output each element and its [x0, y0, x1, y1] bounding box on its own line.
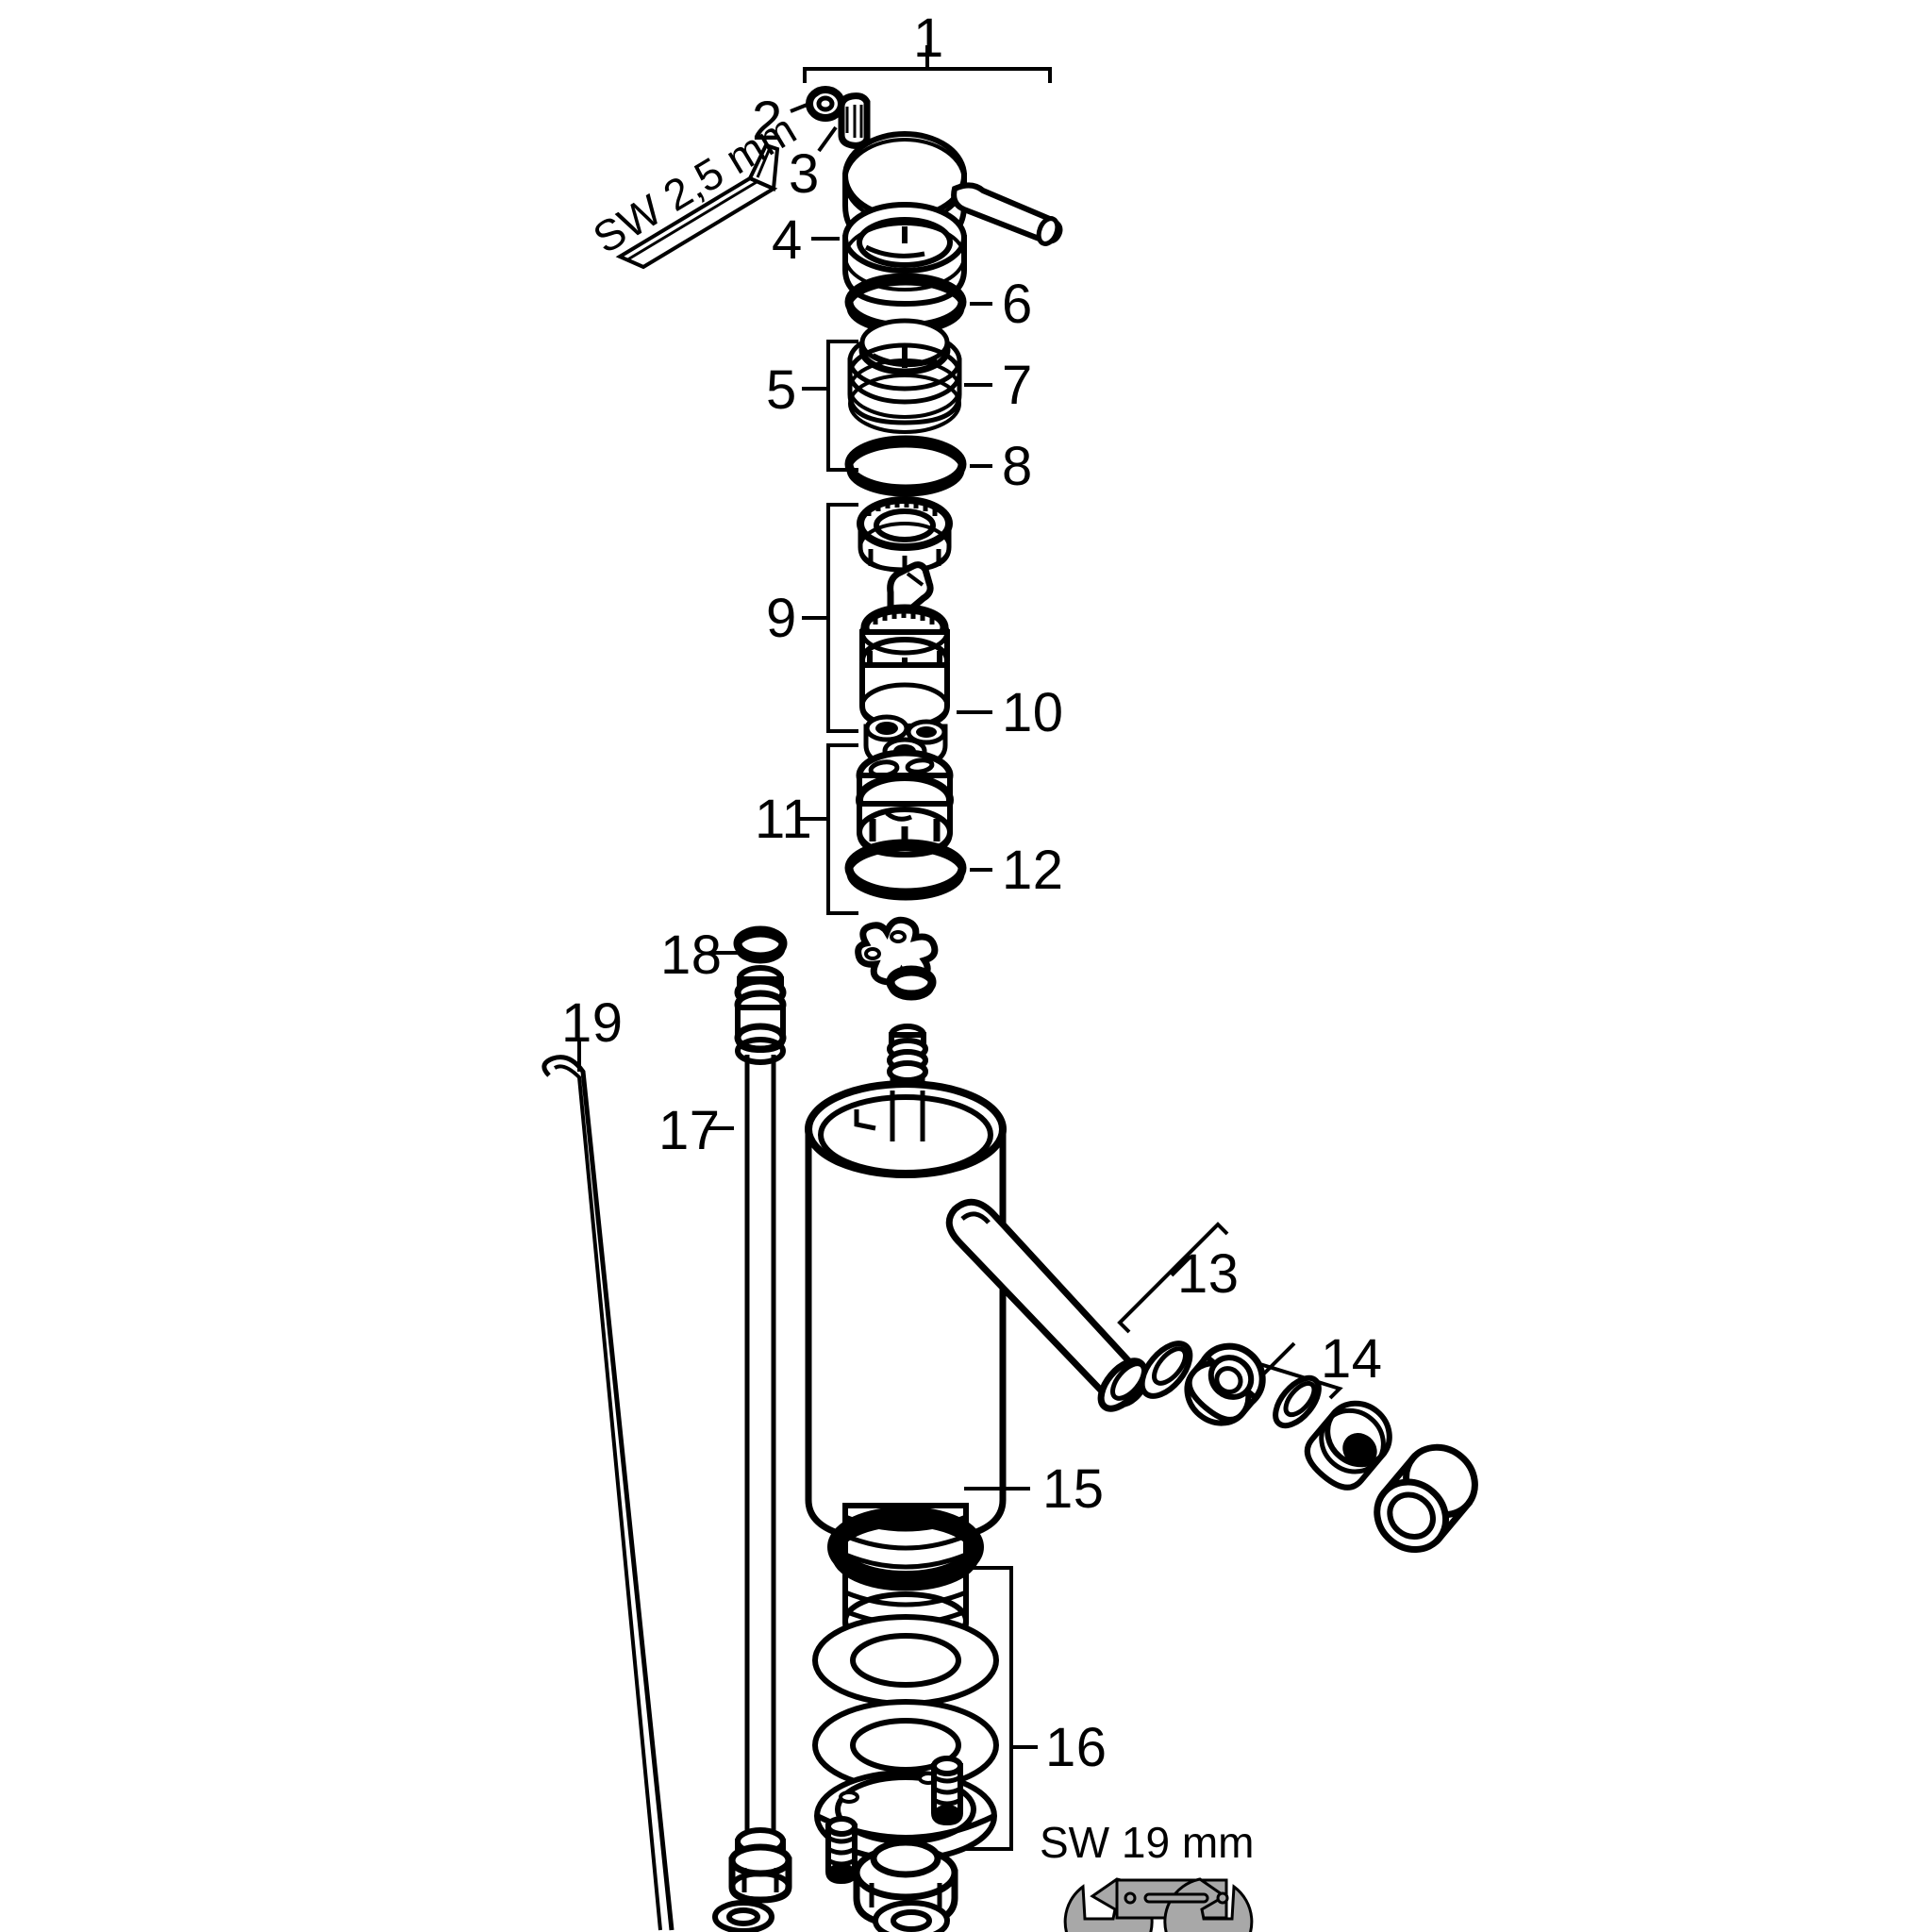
callout-number-2: 2	[752, 91, 783, 152]
part-11-flow-regulator	[856, 749, 954, 858]
hose-washer	[712, 1900, 774, 1932]
tool-label-open-wrench: SW 19 mm	[1040, 1818, 1255, 1867]
open-end-wrench-icon	[1063, 1877, 1254, 1932]
callout-number-11: 11	[755, 789, 813, 850]
main-body-assembly	[805, 1024, 1148, 1545]
callout-number-18: 18	[660, 924, 723, 986]
bracket-group-13	[1117, 1222, 1229, 1334]
part-3-grub-screw	[838, 92, 871, 149]
leader-3	[817, 125, 838, 153]
part-9-mixer-cartridge	[859, 561, 950, 730]
part-13-aerator-core	[1304, 1400, 1392, 1491]
callout-number-7: 7	[1002, 355, 1033, 416]
callout-number-1: 1	[913, 8, 944, 69]
callout-number-9: 9	[766, 588, 797, 649]
part-17-flexible-supply-hose	[728, 965, 792, 1904]
part-2-grub-screw-washer	[806, 86, 845, 122]
part-9-ring-nut	[857, 496, 953, 573]
callout-number-5: 5	[766, 359, 797, 421]
part-19-drain-pull-rod	[541, 1055, 675, 1931]
bracket-group-5	[802, 340, 858, 472]
callout-number-15: 15	[1042, 1458, 1105, 1520]
part-15-body-o-ring	[827, 1503, 984, 1653]
callout-number-4: 4	[772, 209, 803, 271]
callout-number-17: 17	[658, 1100, 721, 1161]
callout-number-14: 14	[1321, 1328, 1383, 1390]
callout-number-8: 8	[1002, 436, 1033, 497]
callout-number-19: 19	[561, 992, 624, 1054]
callout-number-13: 13	[1177, 1243, 1240, 1305]
part-7-threaded-cap-nut	[847, 318, 962, 434]
bracket-group-9	[802, 503, 858, 733]
callout-number-6: 6	[1002, 274, 1033, 335]
callout-number-16: 16	[1045, 1717, 1108, 1778]
part-18-hose-o-ring	[733, 925, 788, 964]
leader-2	[790, 102, 810, 113]
part-13-aerator-assembly	[1139, 1341, 1322, 1429]
part-small-o-ring	[886, 965, 937, 1001]
callout-number-12: 12	[1002, 840, 1064, 901]
part-8-o-ring-lower	[849, 440, 962, 494]
callout-number-10: 10	[1002, 682, 1064, 743]
part-14-aerator-housing-sleeve	[1374, 1443, 1478, 1553]
bracket-group-16	[946, 1566, 1038, 1851]
bracket-group-11	[800, 743, 858, 915]
callout-number-3: 3	[789, 143, 820, 205]
hex-key-icon	[615, 142, 780, 270]
bracket-group-1	[803, 45, 1052, 83]
part-16-mounting-hardware	[812, 1614, 999, 1932]
part-4-handle-cap-sleeve	[842, 202, 967, 308]
